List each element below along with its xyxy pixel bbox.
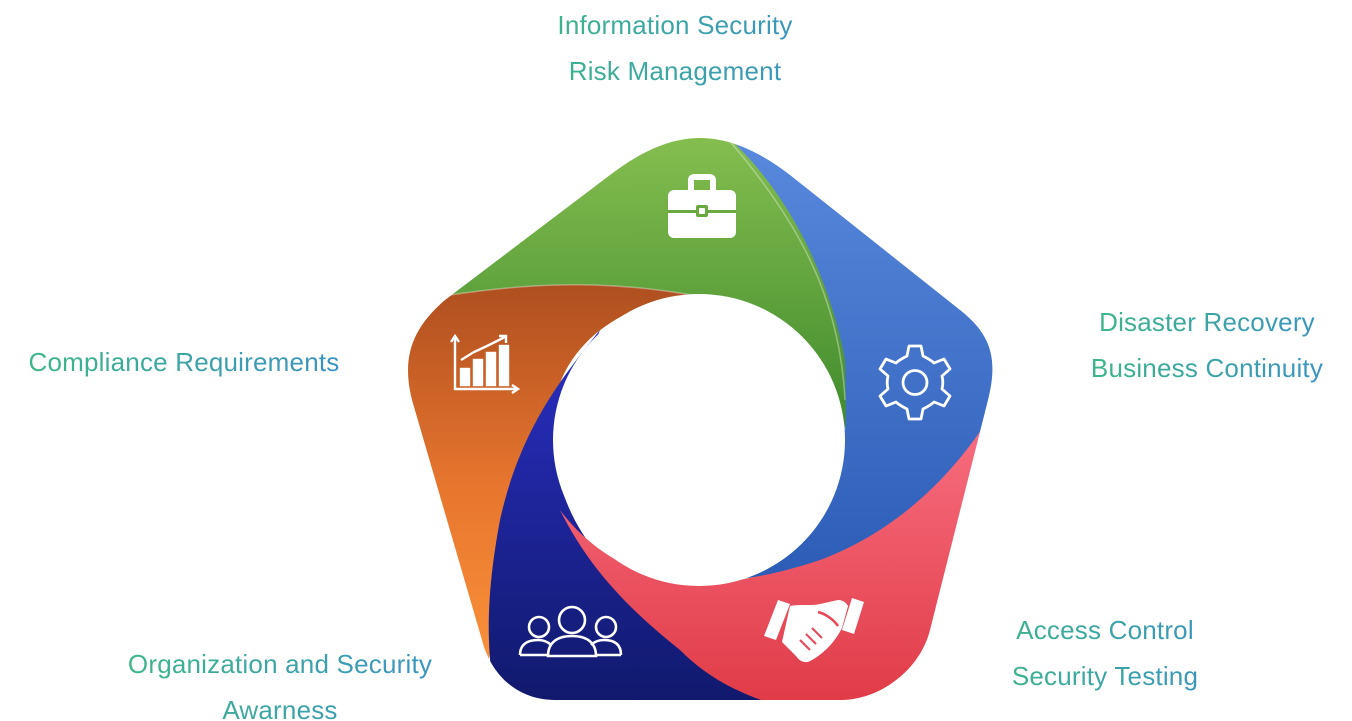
label-line: Compliance Requirements	[28, 347, 340, 377]
label-line: Access Control	[1016, 615, 1194, 645]
label-organization-awareness: Organization and Security Awarness	[90, 641, 470, 721]
label-line: Awarness	[222, 695, 338, 721]
label-line: Organization and Security	[127, 649, 433, 679]
segment-awareness	[488, 330, 900, 700]
gear-icon	[878, 344, 952, 421]
label-compliance: Compliance Requirements	[0, 339, 368, 385]
people-icon	[518, 605, 623, 658]
briefcase-icon	[668, 174, 736, 238]
handshake-icon	[764, 598, 864, 663]
label-line: Disaster Recovery	[1099, 307, 1315, 337]
label-disaster-recovery: Disaster Recovery Business Continuity	[1062, 299, 1352, 391]
label-line: Security Testing	[1011, 661, 1199, 691]
segment-access	[560, 380, 993, 700]
bar-chart-icon	[450, 333, 521, 394]
label-access-control: Access Control Security Testing	[960, 607, 1250, 699]
label-risk-management: Information Security Risk Management	[500, 2, 850, 94]
label-line: Information Security	[557, 10, 793, 40]
label-line: Risk Management	[568, 56, 782, 86]
label-line: Business Continuity	[1090, 353, 1324, 383]
